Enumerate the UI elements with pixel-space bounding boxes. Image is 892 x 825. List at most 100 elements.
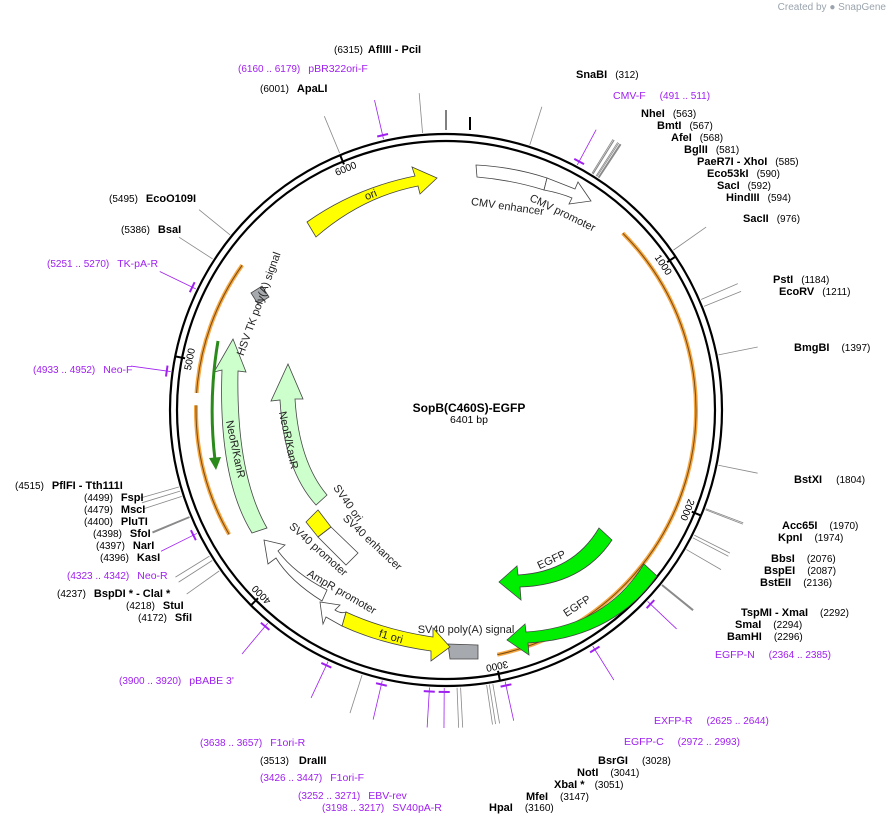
svg-text:(4397)NarI: (4397)NarI [96,540,154,552]
feature-ori-arrow[interactable] [306,166,438,238]
primer-leader-line [241,623,268,655]
site-leader-line [529,106,543,146]
feature-cmv-promoter-arrow[interactable] [543,177,592,205]
snapgene-credit: Created by ● SnapGene [778,2,886,13]
site-leader-line [178,560,213,583]
feature-neor-outer-arrow[interactable] [213,338,268,534]
site-leader-line [418,93,423,134]
svg-text:EGFP-N(2364 .. 2385): EGFP-N(2364 .. 2385) [715,649,831,661]
feature-f1-ori-arrow[interactable] [341,611,451,662]
site-leader-line [175,555,210,578]
site-leader-line [705,508,744,524]
primer-leader-line [592,645,615,681]
svg-text:(6001)ApaLI: (6001)ApaLI [260,83,327,95]
site-leader-line [178,236,213,260]
feature-green-thin-arrow[interactable] [210,340,220,461]
orange-feature-arc [496,231,698,657]
primer-binding-mark [190,529,197,541]
svg-text:(4398)SfoI: (4398)SfoI [93,528,151,540]
feature-sv40-enhancer-box[interactable] [317,526,359,566]
svg-text:BmgBI(1397): BmgBI(1397) [794,342,870,354]
site-leader-line [686,549,722,570]
primer-binding-mark [260,621,271,631]
svg-text:(3426 .. 3447)F1ori-F: (3426 .. 3447)F1ori-F [260,772,364,784]
svg-text:HpaI(3160): HpaI(3160) [489,802,554,814]
feature-cmv-enhancer-arrow[interactable] [475,164,548,191]
svg-text:(4499)FspI: (4499)FspI [84,492,144,504]
feature-ampr-promoter-arrow[interactable] [319,601,347,627]
feature-label-sv40-enhancer: SV40 enhancer [340,513,404,574]
orange-feature-arc-core [196,264,243,394]
plasmid-size: 6401 bp [450,414,488,426]
credit-prefix: Created by [777,2,827,13]
green-thin-arrowhead [209,457,221,470]
svg-text:(3198 .. 3217)SV40pA-R: (3198 .. 3217)SV40pA-R [322,802,442,814]
svg-text:SnaBI(312): SnaBI(312) [576,69,639,81]
site-leader-line [456,687,460,728]
feature-label-sv40-polya: SV40 poly(A) signal [418,624,515,636]
site-leader-line [596,142,620,177]
svg-text:PaeR7I - XhoI(585): PaeR7I - XhoI(585) [697,156,799,168]
tick-label: 5000 [183,347,198,371]
feature-sv40-promoter-arrow[interactable] [263,539,328,602]
primer-binding-mark [320,662,332,669]
svg-text:(3252 .. 3271)EBV-rev: (3252 .. 3271)EBV-rev [298,790,408,802]
svg-text:(5495)EcoO109I: (5495)EcoO109I [109,193,196,205]
site-leader-line [703,291,742,307]
feature-hsv-tk-polya-box[interactable] [250,285,270,305]
site-name: AflIII - PciI [368,44,421,56]
primer-binding-mark [573,157,585,165]
site-leader-line [349,674,363,714]
svg-text:(4479)MscI: (4479)MscI [84,504,145,516]
tick-mark [666,255,677,264]
primer-leader-line [130,365,171,372]
feature-egfp-arrow-1[interactable] [498,527,613,601]
site-leader-line [718,346,758,356]
primer-leader-line [310,661,329,699]
site-leader-line [140,486,179,499]
primer-binding-mark [589,645,601,654]
site-leader-line [595,142,619,177]
svg-text:(4237)BspDI * - ClaI *: (4237)BspDI * - ClaI * [57,588,171,600]
primer-binding-mark [500,683,512,688]
svg-text:(4172)SfiI: (4172)SfiI [138,612,192,624]
svg-text:(4933 .. 4952)Neo-F: (4933 .. 4952)Neo-F [33,364,132,376]
site-leader-line [597,143,621,178]
primer-binding-mark [375,682,388,687]
svg-text:(5386)BsaI: (5386)BsaI [121,224,181,236]
feature-egfp-arrow-2[interactable] [506,563,658,656]
site-leader-line [486,684,493,725]
primer-leader-line [504,681,515,721]
svg-text:PstI(1184): PstI(1184) [773,274,829,286]
primer-leader-line [160,533,198,552]
svg-text:(6160 .. 6179)pBR322ori-F: (6160 .. 6179)pBR322ori-F [238,63,368,75]
svg-text:BamHI(2296): BamHI(2296) [727,631,803,643]
feature-sv40-polya-box[interactable] [447,643,479,660]
primer-binding-mark [188,281,196,293]
tick-mark [691,510,702,517]
site-leader-line [143,495,182,510]
svg-text:NheI(563): NheI(563) [641,108,696,120]
svg-text:(3900 .. 3920)pBABE 3': (3900 .. 3920)pBABE 3' [119,675,234,687]
svg-text:EGFP-C(2972 .. 2993): EGFP-C(2972 .. 2993) [624,736,740,748]
svg-text:NotI(3041): NotI(3041) [577,767,639,779]
svg-text:AfeI(568): AfeI(568) [671,132,723,144]
svg-text:BspEI(2087): BspEI(2087) [764,565,836,577]
svg-text:BstXI(1804): BstXI(1804) [794,474,865,486]
site-leader-line [592,139,615,175]
orange-feature-arc-core [497,232,697,656]
site-leader-line [661,584,694,611]
svg-text:BstEII(2136): BstEII(2136) [760,577,832,589]
svg-text:MfeI(3147): MfeI(3147) [526,791,589,803]
primer-binding-mark [645,599,655,609]
svg-text:(4218)StuI: (4218)StuI [126,600,184,612]
svg-text:Eco53kI(590): Eco53kI(590) [707,168,780,180]
site-leader-line [673,226,707,251]
tick-mark [250,597,259,606]
primer-leader-line [647,601,677,630]
svg-text:BglII(581): BglII(581) [684,144,739,156]
feature-neor-inner-arrow[interactable] [270,363,328,506]
site-leader-line [700,283,738,300]
site-name: SnaBI [576,69,607,81]
svg-text:(4400)PluTI: (4400)PluTI [84,516,148,528]
